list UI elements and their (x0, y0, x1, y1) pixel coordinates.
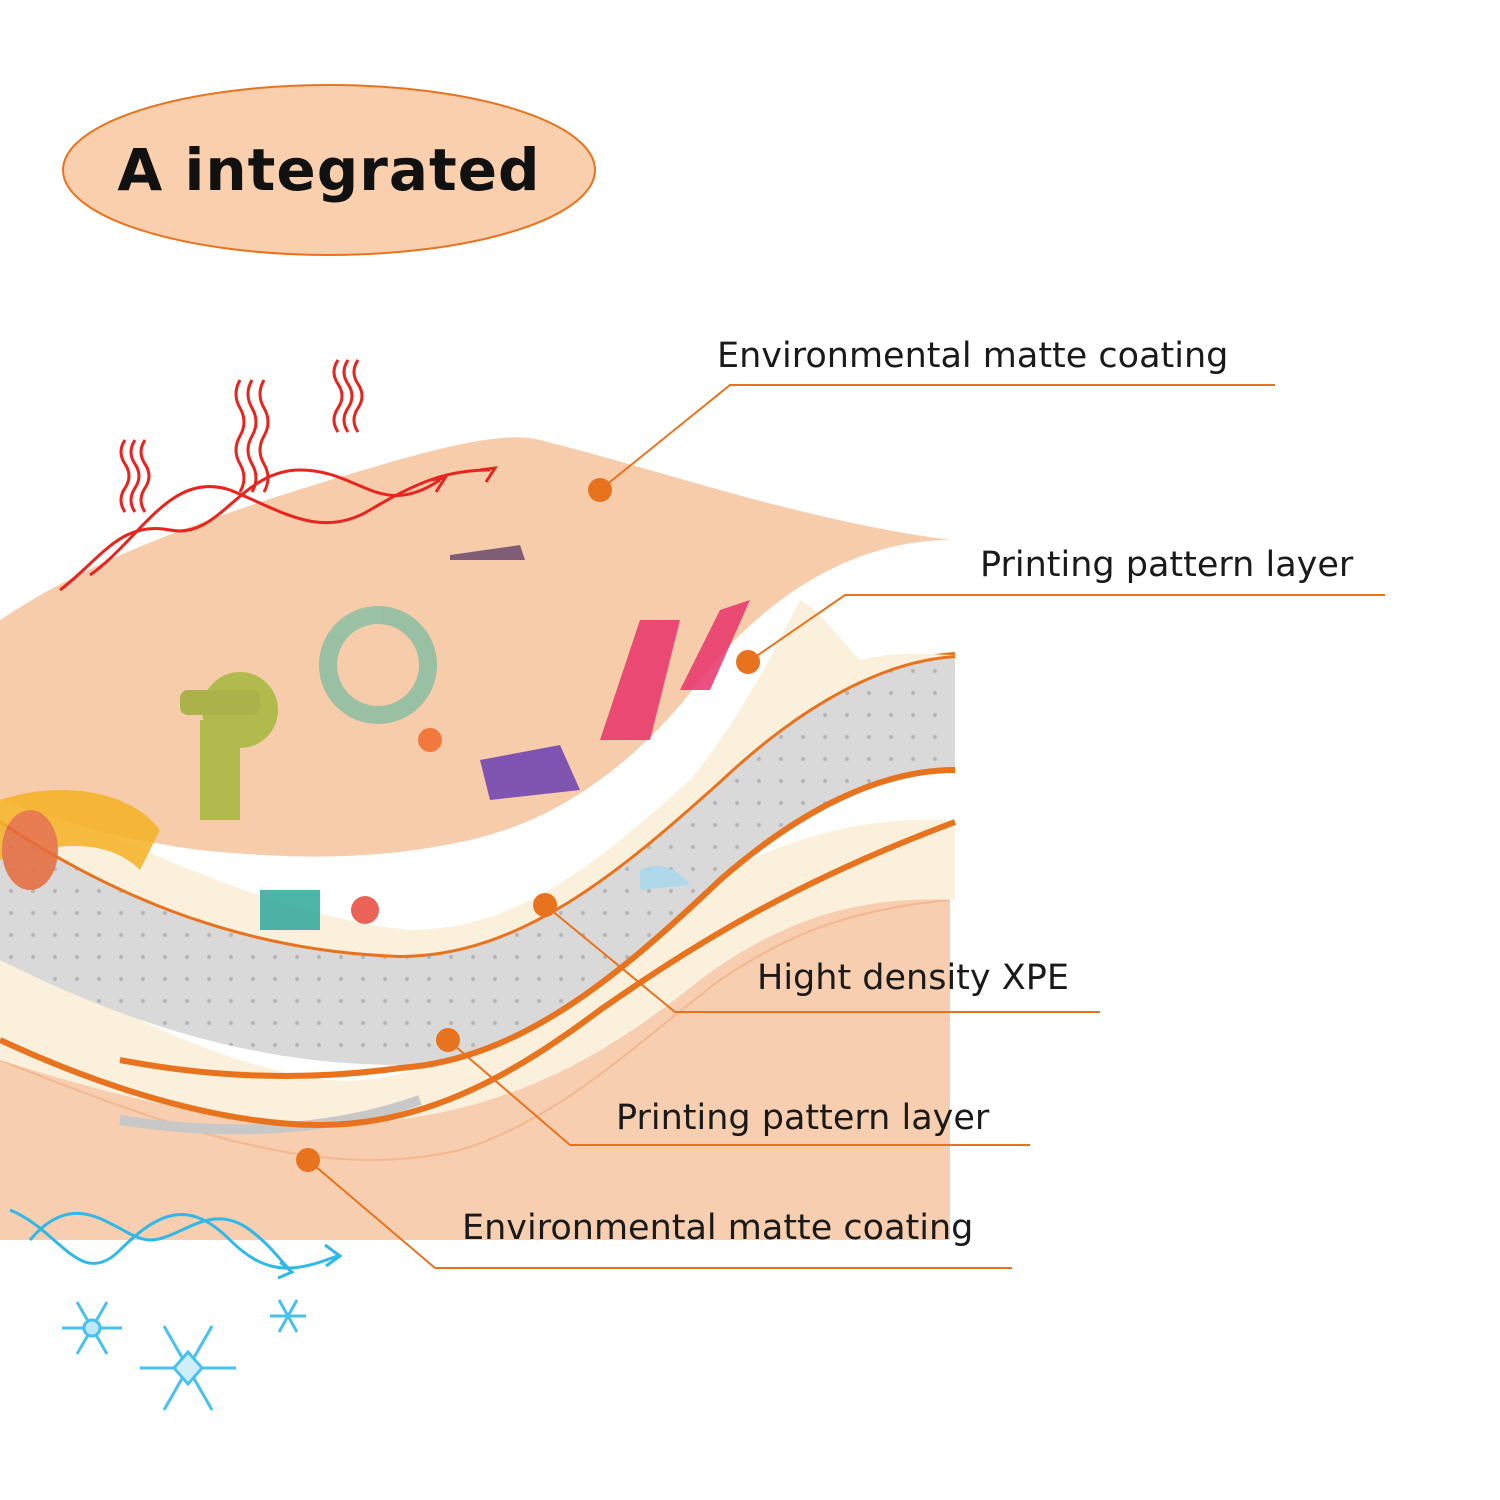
marker-top-print (736, 650, 760, 674)
bottom-print-layer (0, 819, 955, 1125)
marker-bottom-print (436, 1028, 460, 1052)
layer-markers (296, 478, 760, 1172)
heat-waves-icon (59, 359, 499, 592)
leader-lines (307, 384, 1385, 1269)
snowflake-icon (62, 1299, 306, 1411)
label-core: Hight density XPE (757, 958, 1069, 998)
pattern-decor (0, 545, 750, 930)
label-bottom-print: Printing pattern layer (616, 1098, 990, 1138)
cold-waves-icon (9, 1208, 343, 1280)
marker-bottom-coating (296, 1148, 320, 1172)
marker-top-coating (588, 478, 612, 502)
diagram-title: A integrated (117, 136, 541, 204)
title-bubble (62, 84, 596, 256)
marker-core (533, 893, 557, 917)
label-top-print: Printing pattern layer (980, 545, 1354, 585)
label-bottom-coating: Environmental matte coating (462, 1208, 974, 1248)
label-top-coating: Environmental matte coating (717, 336, 1229, 376)
